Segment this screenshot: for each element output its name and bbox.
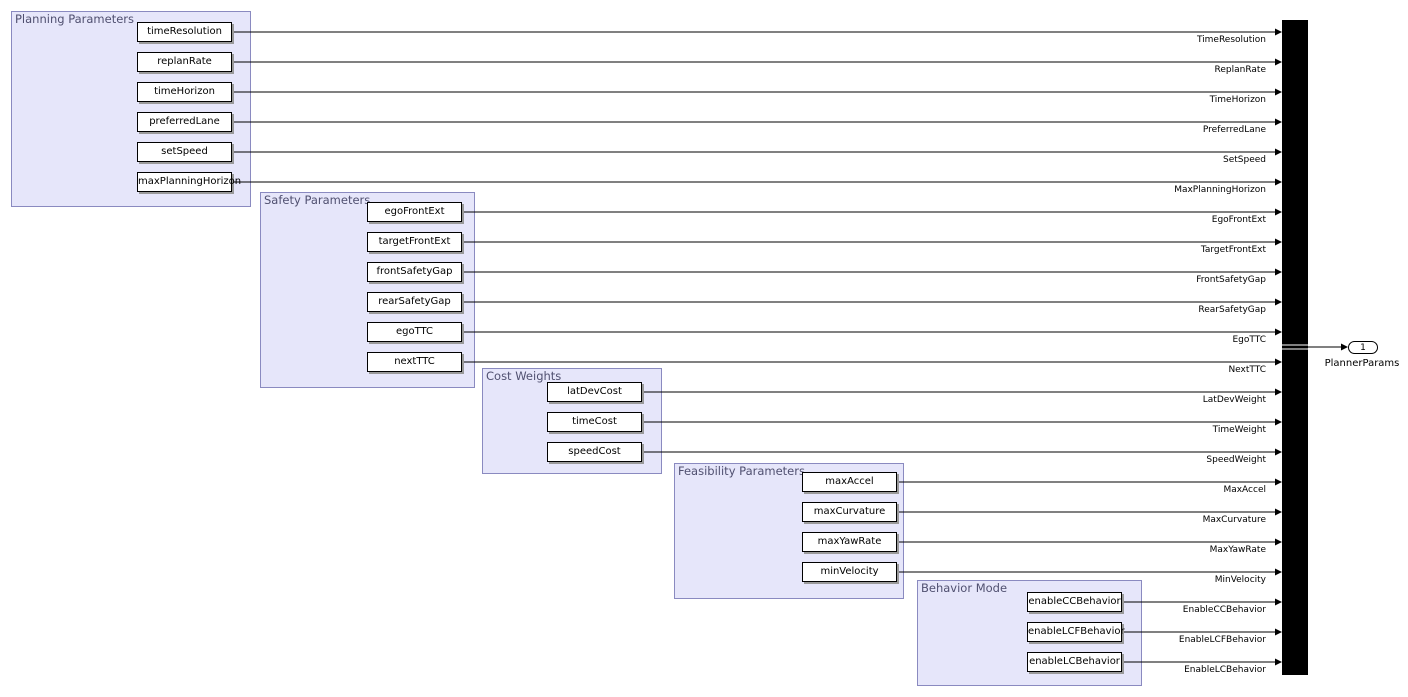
signal-arrow	[1275, 28, 1282, 36]
area-title: Planning Parameters	[15, 12, 135, 26]
area-title: Cost Weights	[486, 369, 562, 383]
signal-label: EgoTTC	[1232, 335, 1267, 345]
signal-label: TimeResolution	[1196, 35, 1266, 45]
area-planning[interactable]: Planning Parameters	[11, 11, 251, 207]
constant-block-preferredLane[interactable]: preferredLane	[137, 112, 232, 132]
signal-label: PreferredLane	[1202, 125, 1266, 135]
signal-arrow	[1275, 88, 1282, 96]
constant-block-timeResolution[interactable]: timeResolution	[137, 22, 232, 42]
constant-block-frontSafetyGap[interactable]: frontSafetyGap	[367, 262, 462, 282]
constant-block-latDevCost[interactable]: latDevCost	[547, 382, 642, 402]
constant-block-maxCurvature[interactable]: maxCurvature	[802, 502, 897, 522]
signal-label: SpeedWeight	[1206, 455, 1266, 465]
signal-arrow	[1275, 598, 1282, 606]
constant-block-replanRate[interactable]: replanRate	[137, 52, 232, 72]
constant-block-egoTTC[interactable]: egoTTC	[367, 322, 462, 342]
signal-arrow	[1275, 118, 1282, 126]
signal-arrow	[1275, 298, 1282, 306]
signal-arrow	[1275, 538, 1282, 546]
signal-label: RearSafetyGap	[1198, 305, 1266, 315]
signal-label: ReplanRate	[1214, 65, 1266, 75]
signal-label: MaxPlanningHorizon	[1174, 185, 1266, 195]
signal-arrow	[1275, 448, 1282, 456]
constant-block-maxPlanningHorizon[interactable]: maxPlanningHorizon	[137, 172, 241, 192]
constant-block-enableLCBehavior[interactable]: enableLCBehavior	[1027, 652, 1122, 672]
signal-arrow	[1275, 358, 1282, 366]
signal-arrow	[1275, 628, 1282, 636]
signal-label: TargetFrontExt	[1200, 245, 1266, 255]
constant-block-rearSafetyGap[interactable]: rearSafetyGap	[367, 292, 462, 312]
signal-arrow	[1275, 508, 1282, 516]
constant-block-targetFrontExt[interactable]: targetFrontExt	[367, 232, 462, 252]
outport-label: PlannerParams	[1324, 358, 1400, 369]
constant-block-egoFrontExt[interactable]: egoFrontExt	[367, 202, 462, 222]
signal-label: MinVelocity	[1214, 575, 1266, 585]
area-title: Safety Parameters	[264, 193, 371, 207]
signal-label: TimeWeight	[1212, 425, 1266, 435]
signal-label: MaxYawRate	[1209, 545, 1266, 555]
constant-block-timeCost[interactable]: timeCost	[547, 412, 642, 432]
signal-label: FrontSafetyGap	[1196, 275, 1266, 285]
signal-label: TimeHorizon	[1209, 95, 1266, 105]
constant-block-maxAccel[interactable]: maxAccel	[802, 472, 897, 492]
signal-arrow	[1275, 418, 1282, 426]
signal-arrow	[1275, 208, 1282, 216]
constant-block-setSpeed[interactable]: setSpeed	[137, 142, 232, 162]
signal-arrow	[1275, 388, 1282, 396]
area-title: Feasibility Parameters	[678, 464, 805, 478]
signal-arrow	[1275, 238, 1282, 246]
constant-block-enableLCFBehavior[interactable]: enableLCFBehavior	[1027, 622, 1125, 642]
signal-label: EnableCCBehavior	[1182, 605, 1266, 615]
signal-label: NextTTC	[1228, 365, 1266, 375]
constant-block-speedCost[interactable]: speedCost	[547, 442, 642, 462]
signal-label: LatDevWeight	[1202, 395, 1266, 405]
signal-arrow	[1275, 178, 1282, 186]
constant-block-nextTTC[interactable]: nextTTC	[367, 352, 462, 372]
bus-creator-block	[1282, 20, 1308, 675]
signal-arrow	[1275, 328, 1282, 336]
area-title: Behavior Mode	[921, 581, 1008, 595]
signal-label: MaxCurvature	[1202, 515, 1266, 525]
signal-arrow	[1275, 148, 1282, 156]
constant-block-maxYawRate[interactable]: maxYawRate	[802, 532, 897, 552]
signal-label: EnableLCFBehavior	[1178, 635, 1266, 645]
outport-block[interactable]: 1	[1348, 341, 1378, 354]
constant-block-minVelocity[interactable]: minVelocity	[802, 562, 897, 582]
signal-arrow	[1275, 568, 1282, 576]
output-arrow	[1341, 343, 1348, 351]
signal-arrow	[1275, 478, 1282, 486]
signal-arrow	[1275, 658, 1282, 666]
signal-label: SetSpeed	[1223, 155, 1266, 165]
signal-arrow	[1275, 268, 1282, 276]
signal-label: EnableLCBehavior	[1184, 665, 1266, 675]
signal-label: MaxAccel	[1223, 485, 1266, 495]
constant-block-timeHorizon[interactable]: timeHorizon	[137, 82, 232, 102]
signal-arrow	[1275, 58, 1282, 66]
constant-block-enableCCBehavior[interactable]: enableCCBehavior	[1027, 592, 1122, 612]
signal-label: EgoFrontExt	[1211, 215, 1266, 225]
